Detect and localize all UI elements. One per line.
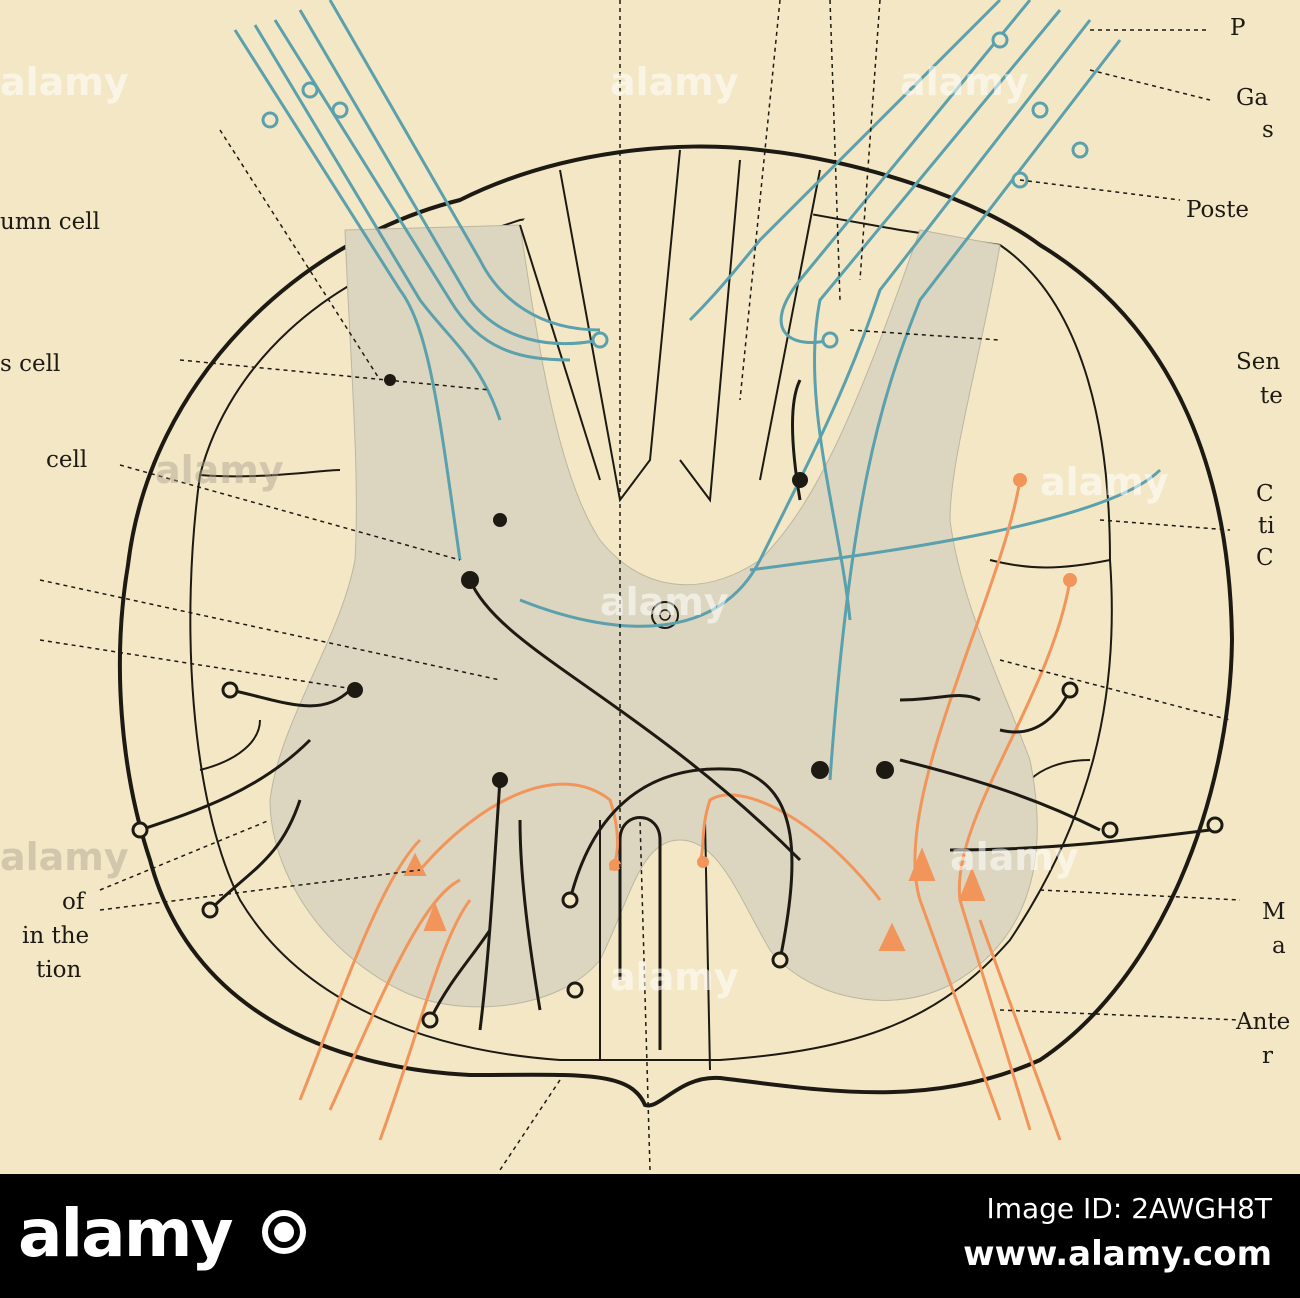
label-right-5: C <box>1256 545 1274 571</box>
label-top-right-4: Poste <box>1186 197 1250 223</box>
label-top-right-3: s <box>1262 117 1274 143</box>
label-top-right-2: Ga <box>1236 85 1269 111</box>
cord-outline <box>117 144 1235 1108</box>
watermark-right-low: alamy <box>950 835 1079 879</box>
label-left-3: cell <box>46 447 88 473</box>
watermark-center-top: alamy <box>610 60 739 104</box>
brand-logo-icon <box>262 1210 306 1254</box>
label-left-4: of <box>62 889 85 915</box>
label-right-9: r <box>1262 1043 1273 1069</box>
watermark-left-mid: alamy <box>155 448 284 492</box>
watermark-right-top: alamy <box>900 60 1029 104</box>
label-right-6: M <box>1262 899 1286 925</box>
label-right-3: C <box>1256 481 1274 507</box>
label-right-7: a <box>1272 933 1286 959</box>
label-top-right-1: P <box>1230 15 1246 41</box>
label-left-1: umn cell <box>0 209 100 235</box>
watermark-left-top: alamy <box>0 60 129 104</box>
site-url[interactable]: www.alamy.com <box>963 1234 1272 1274</box>
watermark-left-low: alamy <box>0 835 129 879</box>
label-right-8: Ante <box>1236 1009 1291 1035</box>
spinal-cord-illustration <box>39 0 1241 1171</box>
label-left-2: s cell <box>0 351 61 377</box>
label-left-6: tion <box>36 957 82 983</box>
image-id: Image ID: 2AWGH8T <box>986 1192 1272 1225</box>
watermark-right-mid: alamy <box>1040 460 1169 504</box>
label-right-1: Sen <box>1236 349 1281 375</box>
watermark-center-mid: alamy <box>600 580 729 624</box>
label-left-5: in the <box>22 923 90 949</box>
watermark-center-low: alamy <box>610 955 739 999</box>
footer-bar: alamy Image ID: 2AWGH8T www.alamy.com <box>0 1174 1300 1298</box>
label-right-4: ti <box>1258 513 1275 539</box>
brand-logo: alamy <box>18 1195 233 1272</box>
label-right-2: te <box>1260 383 1283 409</box>
